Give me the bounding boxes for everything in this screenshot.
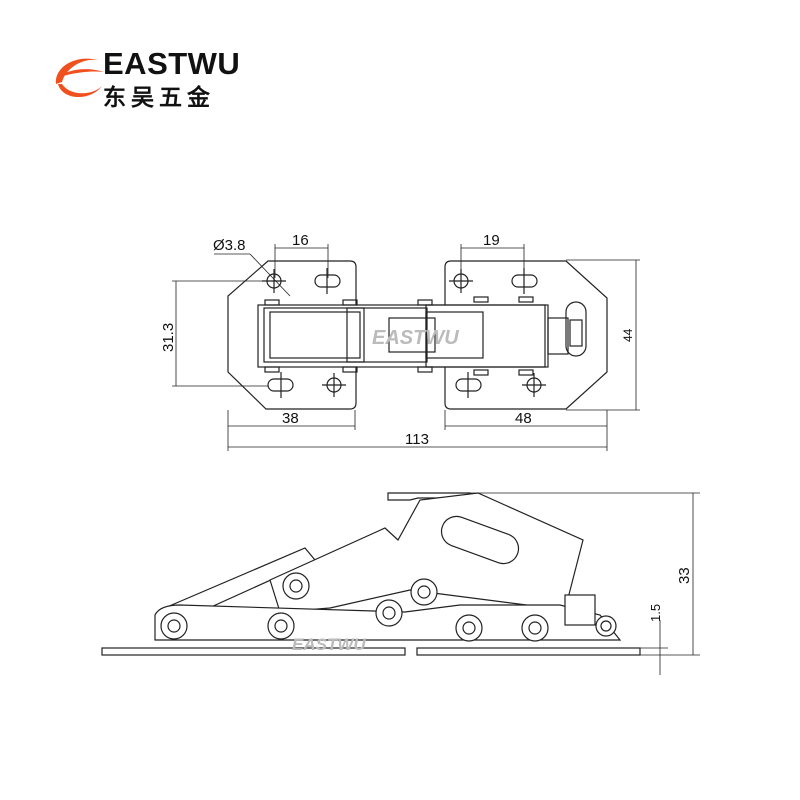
- dim-side-height-label: 33: [676, 567, 693, 584]
- dim-right-holes-label: 19: [483, 232, 500, 249]
- right-mounting-plate: [444, 260, 608, 410]
- right-base-plate: [416, 647, 641, 656]
- hinge-arm: [257, 296, 587, 376]
- side-view: EASTWU 33 1.5: [101, 492, 700, 675]
- watermark-text: EASTWU: [372, 327, 459, 349]
- watermark-text-side: EASTWU: [292, 635, 366, 654]
- side-dimension-lines: [470, 492, 700, 675]
- dimension-lines: [172, 244, 640, 451]
- dim-left-plate-label: 38: [282, 410, 299, 427]
- hole-diameter-label: Ø3.8: [213, 237, 246, 254]
- left-base-plate: [101, 647, 406, 656]
- brand-name: EASTWU: [103, 46, 241, 81]
- brand-name-chinese: 东吴五金: [103, 84, 215, 110]
- mounting-holes: [262, 268, 546, 398]
- dim-total-label: 113: [405, 431, 429, 448]
- pivot-pins: [160, 572, 617, 642]
- dim-plate-thickness-label: 1.5: [648, 604, 663, 622]
- brand-logo: [52, 48, 242, 106]
- dim-hole-spacing-label: 31.3: [160, 323, 177, 352]
- dim-height-label: 44: [621, 328, 635, 342]
- logo-eye-icon: [55, 58, 104, 98]
- dim-left-holes-label: 16: [292, 232, 309, 249]
- top-view: EASTWU Ø3.8 16 19 31.3 44 38 48 113: [160, 232, 640, 451]
- left-mounting-plate: [227, 260, 357, 410]
- dim-right-plate-label: 48: [515, 410, 532, 427]
